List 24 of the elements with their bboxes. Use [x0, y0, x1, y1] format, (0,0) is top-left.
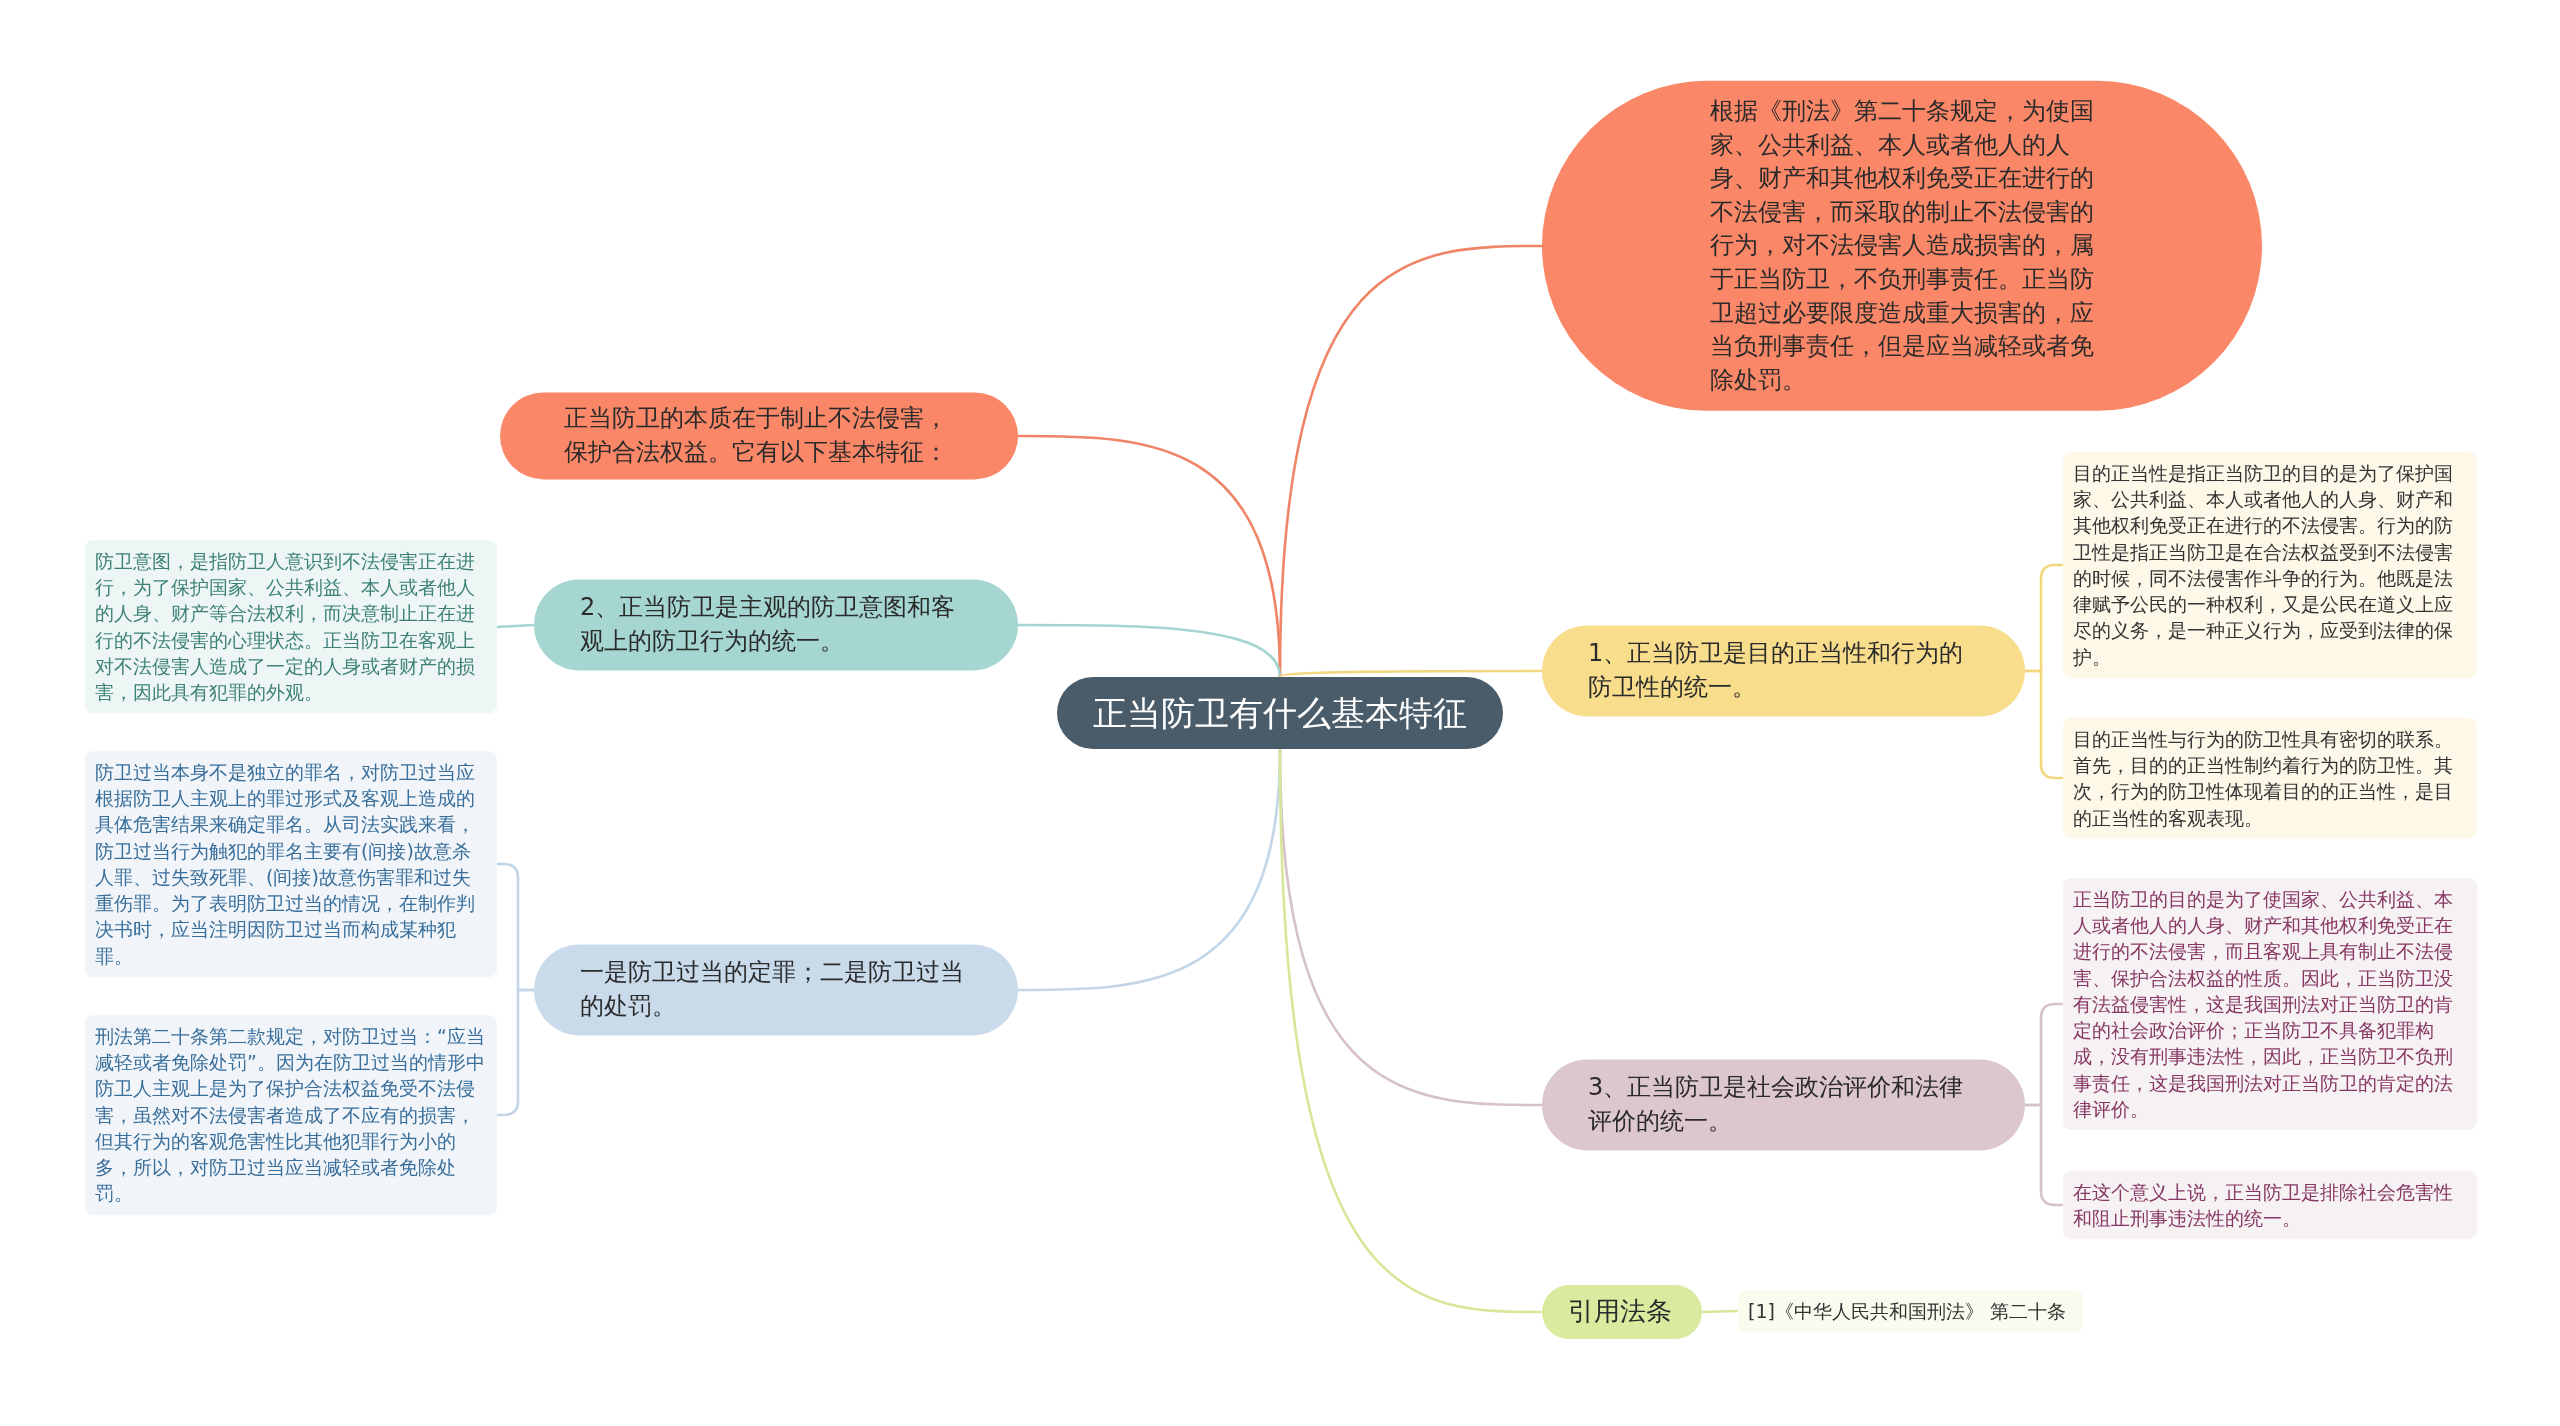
- note-card: 目的正当性与行为的防卫性具有密切的联系。首先，目的的正当性制约着行为的防卫性。其次，行为的防卫性体现着目的的正当性，是目的正当性的客观表现。: [2063, 717, 2477, 839]
- branch-pill: 2、正当防卫是主观的防卫意图和客观上的防卫行为的统一。: [534, 579, 1018, 671]
- note-card: 正当防卫的目的是为了使国家、公共利益、本人或者他人的人身、财产和其他权利免受正在进行的不法侵害，而且客观上具有制止不法侵害、保护合法权益的性质。因此，正当防卫没有法益侵害性，这是我国刑法对正当防卫的肯定的社会政治评价；正当防卫不具备犯罪构成，没有刑事违法性，因此，正当防卫不负刑事责任，这是我国刑法对正当防卫的肯定的法律评价。: [2063, 878, 2477, 1130]
- note-card: 防卫意图，是指防卫人意识到不法侵害正在进行，为了保护国家、公共利益、本人或者他人的人身、财产等合法权利，而决意制止正在进行的不法侵害的心理状态。正当防卫在客观上对不法侵害人造成了一定的人身或者财产的损害，因此具有犯罪的外观。: [85, 540, 497, 714]
- branch-pill: 1、正当防卫是目的正当性和行为的防卫性的统一。: [1542, 625, 2025, 717]
- connector-line: [1278, 749, 1542, 1314]
- note-card: 防卫过当本身不是独立的罪名，对防卫过当应根据防卫人主观上的罪过形式及客观上造成的具体危害结果来确定罪名。从司法实践来看，防卫过当行为触犯的罪名主要有(间接)故意杀人罪、过失致死罪、(间接)故意伤害罪和过失重伤罪。为了表明防卫过当的情况，在制作判决书时，应当注明因防卫过当而构成某种犯罪。: [85, 751, 497, 977]
- note-card: 目的正当性是指正当防卫的目的是为了保护国家、公共利益、本人或者他人的人身、财产和其他权利免受正在进行的不法侵害。行为的防卫性是指正当防卫是在合法权益受到不法侵害的时候，同不法侵害作斗争的行为。他既是法律赋予公民的一种权利，又是公民在道义上应尽的义务，是一种正义行为，应受到法律的保护。: [2063, 452, 2477, 678]
- connector-line: [1701, 1309, 1739, 1314]
- branch-pill: 引用法条: [1542, 1285, 1702, 1339]
- connector-line: [497, 988, 534, 1117]
- note-card: 在这个意义上说，正当防卫是排除社会危害性和阻止刑事违法性的统一。: [2063, 1170, 2477, 1240]
- note-card: 刑法第二十条第二款规定，对防卫过当：“应当减轻或者免除处罚”。因为在防卫过当的情形中防卫人主观上是为了保护合法权益免受不法侵害，虽然对不法侵害者造成了不应有的损害，但其行为的客观危害性比其他犯罪行为小的多，所以，对防卫过当应当减轻或者免除处罚。: [85, 1015, 497, 1215]
- branch-pill: 一是防卫过当的定罪；二是防卫过当的处罚。: [534, 944, 1018, 1036]
- branch-pill: 3、正当防卫是社会政治评价和法律评价的统一。: [1542, 1059, 2025, 1151]
- connector-line: [2025, 1103, 2063, 1207]
- connector-line: [1279, 669, 1542, 679]
- note-card: [1]《中华人民共和国刑法》 第二十条: [1738, 1290, 2083, 1332]
- topic-pill: 正当防卫有什么基本特征: [1057, 676, 1503, 750]
- branch-pill: 根据《刑法》第二十条规定，为使国家、公共利益、本人或者他人的人身、财产和其他权利免受正在进行的不法侵害，而采取的制止不法侵害的行为，对不法侵害人造成损害的，属于正当防卫，不负刑事责任。正当防卫超过必要限度造成重大损害的，应当负刑事责任，但是应当减轻或者免除处罚。: [1542, 80, 2262, 412]
- connector-line: [496, 623, 535, 629]
- connector-line: [1018, 623, 1282, 678]
- connector-line: [2025, 669, 2063, 780]
- branch-pill: 正当防卫的本质在于制止不法侵害，保护合法权益。它有以下基本特征：: [500, 392, 1018, 480]
